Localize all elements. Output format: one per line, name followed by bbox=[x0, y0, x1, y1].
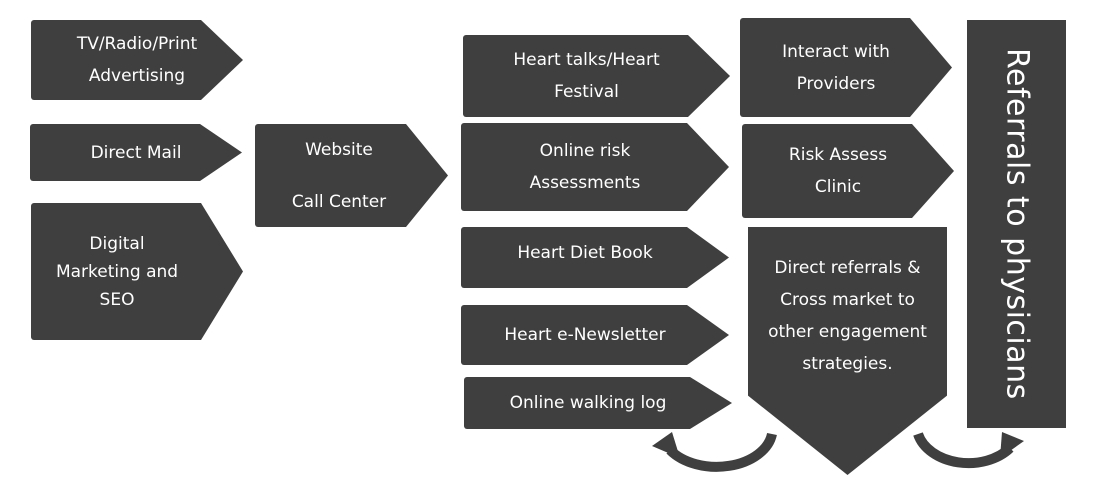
curved-arrow-left bbox=[652, 432, 777, 472]
website-call-center-box: Website Call Center bbox=[255, 124, 448, 227]
tv-radio-print-advertising-box: TV/Radio/Print Advertising bbox=[31, 20, 243, 100]
arrowhead-right-icon bbox=[1000, 432, 1024, 458]
tv-radio-print-advertising-label: TV/Radio/Print Advertising bbox=[76, 34, 198, 86]
arrowhead-left-icon bbox=[652, 432, 680, 458]
heart-talks-box: Heart talks/Heart Festival bbox=[463, 35, 730, 117]
website-call-center-label: Website Call Center bbox=[291, 139, 387, 212]
interact-with-providers-box: Interact with Providers bbox=[740, 18, 952, 117]
online-risk-assessments-label: Online risk Assessments bbox=[529, 141, 641, 193]
online-walking-log-label: Online walking log bbox=[509, 393, 667, 413]
referrals-to-physicians-label: Referrals to physicians bbox=[999, 48, 1035, 400]
direct-referrals-label: Direct referrals & Cross market to other… bbox=[768, 258, 927, 374]
online-risk-assessments-box: Online risk Assessments bbox=[461, 123, 729, 211]
curved-arrow-right bbox=[913, 432, 1024, 469]
heart-diet-book-box: Heart Diet Book bbox=[461, 227, 729, 288]
digital-marketing-box: Digital Marketing and SEO bbox=[31, 203, 243, 340]
referrals-to-physicians-box: Referrals to physicians bbox=[967, 20, 1066, 428]
direct-mail-label: Direct Mail bbox=[90, 142, 182, 163]
digital-marketing-label: Digital Marketing and SEO bbox=[55, 233, 179, 310]
heart-e-newsletter-label: Heart e-Newsletter bbox=[504, 325, 666, 345]
heart-diet-book-label: Heart Diet Book bbox=[517, 243, 653, 263]
risk-assess-clinic-box: Risk Assess Clinic bbox=[742, 124, 954, 218]
online-walking-log-box: Online walking log bbox=[464, 377, 732, 429]
interact-with-providers-label: Interact with Providers bbox=[782, 41, 890, 94]
risk-assess-clinic-label: Risk Assess Clinic bbox=[788, 145, 888, 197]
direct-mail-box: Direct Mail bbox=[30, 124, 242, 181]
heart-talks-label: Heart talks/Heart Festival bbox=[513, 50, 660, 102]
heart-e-newsletter-box: Heart e-Newsletter bbox=[461, 305, 729, 365]
